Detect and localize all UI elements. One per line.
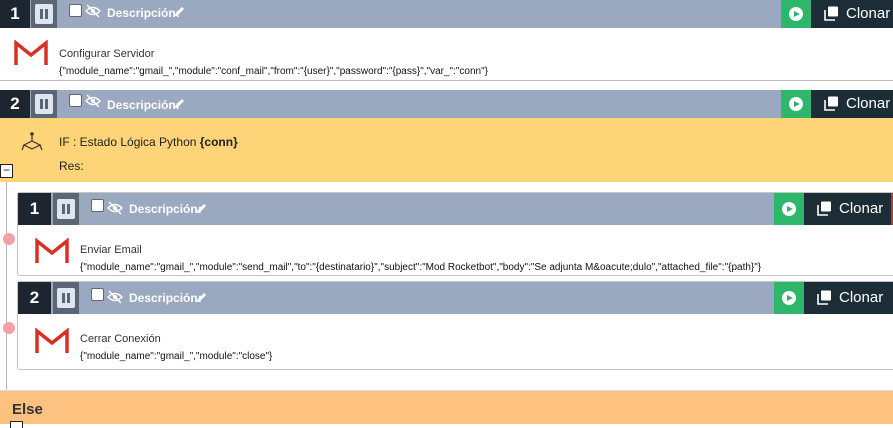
- if-res-label: Res:: [59, 159, 84, 173]
- block-json: {"module_name":"gmail_","module":"send_m…: [80, 262, 762, 273]
- breakpoint-dot[interactable]: [3, 322, 15, 334]
- eye-slash-icon[interactable]: [107, 201, 123, 215]
- pause-button[interactable]: [53, 282, 79, 314]
- block-header-2: 2 Descripción: Clonar: [0, 90, 893, 118]
- if-title: IF : Estado Lógica Python {conn}: [59, 135, 238, 149]
- pause-icon: [35, 4, 53, 24]
- description-label[interactable]: Descripción:: [129, 202, 202, 216]
- eye-slash-icon[interactable]: [107, 290, 123, 304]
- run-button[interactable]: [781, 0, 811, 28]
- nested-card-2: 2 Descripción: Clonar Cerrar Conexión {"…: [17, 281, 893, 370]
- breakpoint-dot[interactable]: [3, 233, 15, 245]
- pause-icon: [57, 199, 75, 219]
- eye-slash-icon[interactable]: [85, 94, 101, 108]
- block-header: 1 Descripción: Clonar: [18, 193, 893, 225]
- select-checkbox[interactable]: [91, 288, 104, 301]
- pencil-icon[interactable]: [195, 202, 208, 215]
- pencil-icon[interactable]: [173, 97, 186, 110]
- clone-button[interactable]: Clonar: [804, 282, 893, 314]
- if-block: IF : Estado Lógica Python {conn} Res: −: [0, 118, 893, 182]
- nested-card-1: 1 Descripción: Clonar Enviar Email {"mod…: [17, 192, 893, 276]
- pause-button[interactable]: [31, 90, 57, 118]
- gmail-icon: [35, 328, 69, 353]
- nesting-guide-line: [6, 182, 7, 390]
- collapse-toggle[interactable]: −: [0, 164, 13, 178]
- block-body-1: Configurar Servidor {"module_name":"gmai…: [0, 28, 893, 81]
- block-header: 2 Descripción: Clonar: [18, 282, 893, 314]
- block-header-1: 1 Descripción: Clonar: [0, 0, 893, 28]
- pencil-icon[interactable]: [173, 5, 186, 18]
- clone-label: Clonar: [839, 200, 884, 217]
- pause-icon: [35, 94, 53, 114]
- run-button[interactable]: [774, 193, 804, 225]
- clone-button[interactable]: Clonar: [811, 0, 893, 28]
- run-button[interactable]: [774, 282, 804, 314]
- play-icon: [782, 291, 796, 305]
- pencil-icon[interactable]: [195, 291, 208, 304]
- select-checkbox[interactable]: [69, 4, 82, 17]
- clone-icon: [824, 6, 838, 21]
- clone-button[interactable]: Clonar: [804, 193, 891, 225]
- clone-label: Clonar: [839, 289, 884, 306]
- else-label: Else: [12, 401, 43, 418]
- if-title-prefix: IF : Estado Lógica Python: [59, 135, 200, 149]
- block-number: 2: [0, 90, 30, 118]
- select-checkbox[interactable]: [69, 94, 82, 107]
- clone-label: Clonar: [846, 95, 891, 112]
- clone-label: Clonar: [846, 5, 891, 22]
- branch-icon: [21, 132, 43, 151]
- block-title: Enviar Email: [80, 244, 142, 256]
- gmail-icon: [35, 238, 69, 263]
- status-bar: [891, 193, 893, 225]
- block-number: 1: [0, 0, 30, 28]
- block-json: {"module_name":"gmail_","module":"close"…: [80, 351, 273, 362]
- description-label[interactable]: Descripción:: [107, 98, 180, 112]
- clone-icon: [824, 96, 838, 111]
- block-number: 2: [18, 282, 51, 314]
- description-label[interactable]: Descripción:: [107, 6, 180, 20]
- block-title: Cerrar Conexión: [80, 333, 161, 345]
- block-json: {"module_name":"gmail_","module":"conf_m…: [59, 66, 488, 77]
- play-icon: [789, 97, 803, 111]
- if-condition: {conn}: [199, 135, 238, 149]
- pause-button[interactable]: [31, 0, 57, 28]
- play-icon: [789, 7, 803, 21]
- play-icon: [782, 202, 796, 216]
- eye-slash-icon[interactable]: [85, 4, 101, 18]
- block-title: Configurar Servidor: [59, 48, 155, 60]
- run-button[interactable]: [781, 90, 811, 118]
- pause-icon: [57, 288, 75, 308]
- select-checkbox[interactable]: [91, 199, 104, 212]
- description-label[interactable]: Descripción:: [129, 291, 202, 305]
- block-number: 1: [18, 193, 51, 225]
- collapse-toggle[interactable]: [10, 421, 23, 428]
- clone-icon: [817, 201, 831, 216]
- else-block: Else: [0, 390, 893, 428]
- clone-icon: [817, 290, 831, 305]
- pause-button[interactable]: [53, 193, 79, 225]
- gmail-icon: [14, 40, 48, 65]
- clone-button[interactable]: Clonar: [811, 90, 893, 118]
